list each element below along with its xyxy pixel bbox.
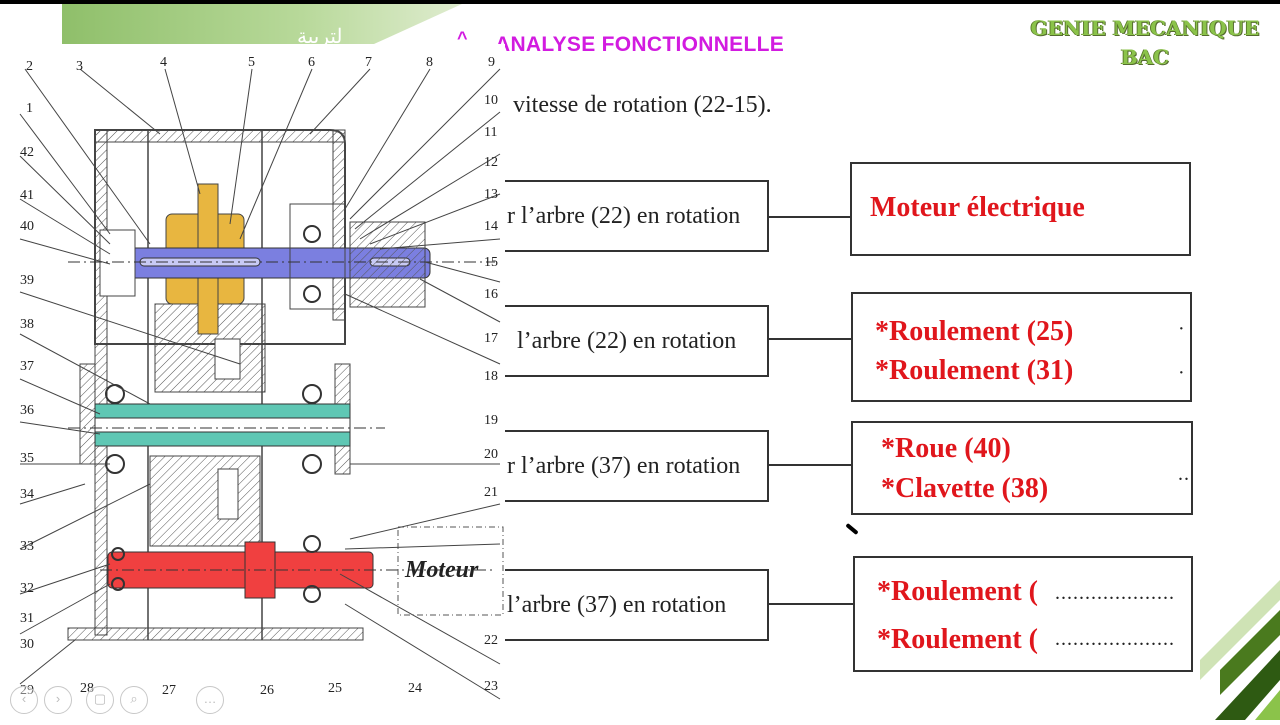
function-box-3-text: r l’arbre (37) en rotation bbox=[507, 452, 741, 479]
function-box-2: l’arbre (22) en rotation bbox=[505, 305, 769, 377]
solution-box-4-dots2: .................... bbox=[1055, 628, 1175, 650]
part-number: 36 bbox=[20, 403, 34, 418]
part-number: 10 bbox=[484, 93, 498, 108]
gearbox-assembly-drawing: Moteur 2 1 42 41 4 bbox=[19, 55, 504, 700]
solution-box-4-line1: *Roulement ( bbox=[877, 576, 1038, 607]
copy-icon[interactable]: ▢ bbox=[86, 686, 114, 714]
part-number: 11 bbox=[484, 125, 497, 140]
connector-line bbox=[769, 603, 853, 605]
solution-box-2: *Roulement (25) *Roulement (31) · · bbox=[851, 292, 1192, 402]
part-number: 9 bbox=[488, 55, 495, 70]
solution-box-2-line2: *Roulement (31) bbox=[875, 355, 1074, 386]
part-number: 16 bbox=[484, 287, 498, 302]
brand-line-2: BAC bbox=[1120, 45, 1170, 69]
part-number: 13 bbox=[484, 187, 498, 202]
part-number: 4 bbox=[160, 55, 167, 70]
part-number: 1 bbox=[26, 101, 33, 116]
function-box-1-text: r l’arbre (22) en rotation bbox=[507, 202, 741, 229]
connector-line bbox=[769, 338, 852, 340]
back-icon[interactable]: ‹ bbox=[10, 686, 38, 714]
search-icon[interactable]: ⌕ bbox=[120, 686, 148, 714]
part-number: 38 bbox=[20, 317, 34, 332]
subtitle-text: vitesse de rotation (22-15). bbox=[513, 92, 772, 118]
function-box-3: r l’arbre (37) en rotation bbox=[505, 430, 769, 502]
part-number: 31 bbox=[20, 611, 34, 626]
decorative-stripes bbox=[1200, 580, 1280, 720]
solution-box-1: Moteur électrique bbox=[850, 162, 1191, 256]
brand-block: GENIE MECANIQUE BAC bbox=[1020, 14, 1270, 72]
part-number: 32 bbox=[20, 581, 34, 596]
function-box-2-text: l’arbre (22) en rotation bbox=[517, 327, 737, 354]
solution-box-2-line1: *Roulement (25) bbox=[875, 316, 1074, 347]
mechanical-drawing: Moteur 2 1 42 41 4 bbox=[0, 44, 505, 720]
part-number: 21 bbox=[484, 485, 498, 500]
part-number: 24 bbox=[408, 681, 422, 696]
part-number: 3 bbox=[76, 59, 83, 74]
solution-box-1-text: Moteur électrique bbox=[870, 192, 1085, 223]
brand-line-1: GENIE MECANIQUE bbox=[1030, 16, 1260, 40]
part-number: 30 bbox=[20, 637, 34, 652]
connector-line bbox=[769, 464, 852, 466]
title-caret: ^ bbox=[457, 28, 468, 48]
solution-box-3-line1: *Roue (40) bbox=[881, 433, 1011, 464]
part-number: 35 bbox=[20, 451, 34, 466]
part-number: 22 bbox=[484, 633, 498, 648]
motor-label: Moteur bbox=[404, 557, 479, 583]
part-number: 33 bbox=[20, 539, 34, 554]
logo-text: ﻟﺘﺮﺑﻴﺔ bbox=[297, 24, 343, 48]
part-number: 7 bbox=[365, 55, 372, 70]
part-number: 19 bbox=[484, 413, 498, 428]
part-number: 14 bbox=[484, 219, 498, 234]
part-number: 2 bbox=[26, 59, 33, 74]
part-number: 37 bbox=[20, 359, 34, 374]
part-number: 20 bbox=[484, 447, 498, 462]
more-icon[interactable]: … bbox=[196, 686, 224, 714]
part-number: 15 bbox=[484, 255, 498, 270]
part-number: 5 bbox=[248, 55, 255, 70]
solution-box-2-mark1: · bbox=[1178, 318, 1186, 340]
part-number: 8 bbox=[426, 55, 433, 70]
part-number: 12 bbox=[484, 155, 498, 170]
part-number: 25 bbox=[328, 681, 342, 696]
part-number: 42 bbox=[20, 145, 34, 160]
function-box-1: r l’arbre (22) en rotation bbox=[505, 180, 769, 252]
solution-box-3-mark: .. bbox=[1178, 463, 1190, 485]
solution-box-3: *Roue (40) *Clavette (38) .. bbox=[851, 421, 1193, 515]
page-title: ANALYSE FONCTIONNELLE bbox=[495, 33, 785, 56]
solution-box-2-mark2: · bbox=[1178, 362, 1186, 384]
part-number: 17 bbox=[484, 331, 498, 346]
solution-box-3-line2: *Clavette (38) bbox=[881, 473, 1049, 504]
part-number: 39 bbox=[20, 273, 34, 288]
top-border bbox=[0, 0, 1280, 4]
part-number: 18 bbox=[484, 369, 498, 384]
solution-box-4: *Roulement ( .................... *Roule… bbox=[853, 556, 1193, 672]
part-number: 23 bbox=[484, 679, 498, 694]
connector-line bbox=[769, 216, 851, 218]
part-number: 34 bbox=[20, 487, 34, 502]
pen-cursor-icon bbox=[845, 522, 859, 536]
part-number: 40 bbox=[20, 219, 34, 234]
forward-icon[interactable]: › bbox=[44, 686, 72, 714]
function-box-4-text: l’arbre (37) en rotation bbox=[507, 591, 727, 618]
part-number: 6 bbox=[308, 55, 315, 70]
part-number: 26 bbox=[260, 683, 274, 698]
solution-box-4-line2: *Roulement ( bbox=[877, 624, 1038, 655]
function-box-4: l’arbre (37) en rotation bbox=[505, 569, 769, 641]
logo-banner: ﻟﺘﺮﺑﻴﺔ bbox=[62, 4, 462, 44]
part-number: 41 bbox=[20, 188, 34, 203]
part-number: 27 bbox=[162, 683, 176, 698]
solution-box-4-dots1: .................... bbox=[1055, 582, 1175, 604]
